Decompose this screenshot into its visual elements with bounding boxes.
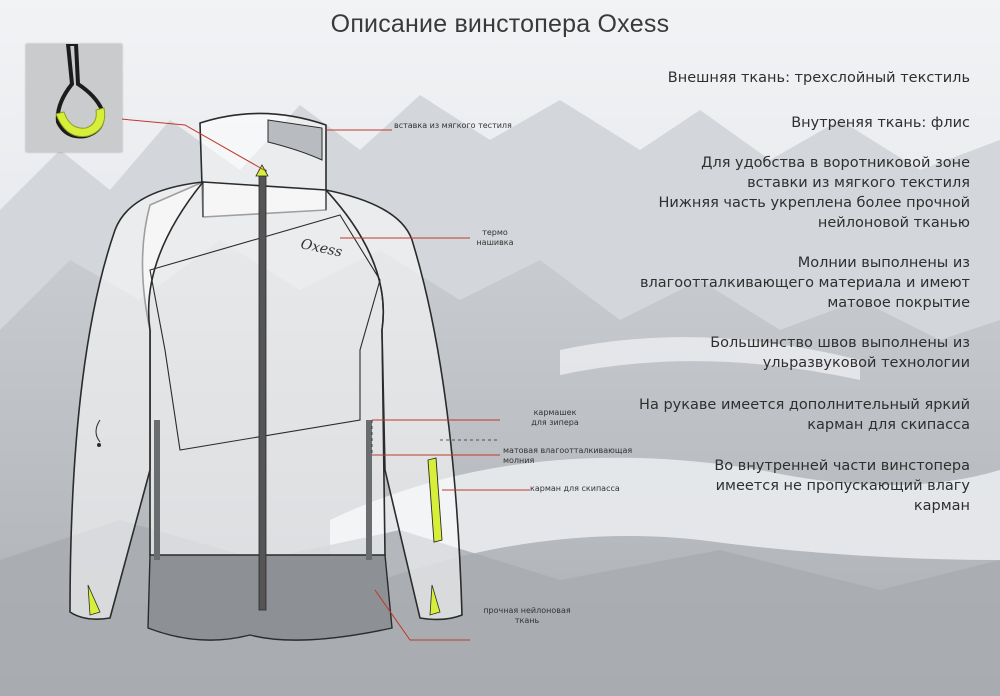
collar-insert xyxy=(267,119,323,161)
skipass-pocket xyxy=(427,457,443,543)
spec-sleeve-pocket: На рукаве имеется дополнительный яркий к… xyxy=(639,397,970,433)
spec-inner-pocket: Во внутренней части винстопера имеется н… xyxy=(714,458,970,514)
spec-outer-fabric: Внешняя ткань: трехслойный текстиль xyxy=(667,70,970,86)
nylon-hem xyxy=(147,554,393,641)
zipper-pull-photo xyxy=(26,44,122,152)
callout-nylon-fabric: прочная нейлоновая ткань xyxy=(483,606,571,625)
spec-seams: Большинство швов выполнены из ульразвуко… xyxy=(710,335,970,371)
callout-collar-insert: вставка из мягкого тестиля xyxy=(394,121,512,130)
callout-skipass-pocket: карман для скипасса xyxy=(530,484,620,493)
center-zipper xyxy=(258,169,267,611)
page-title: Описание винстопера Oxess xyxy=(330,10,670,38)
spec-inner-fabric: Внутреняя ткань: флис xyxy=(791,115,970,131)
callout-thermo-patch: термо нашивка xyxy=(476,228,514,247)
callout-matte-zipper: матовая влагоотталкивающая молния xyxy=(503,446,633,465)
spec-zippers: Молнии выполнены из влагоотталкивающего … xyxy=(639,255,970,311)
spec-collar-and-hem: Для удобства в воротниковой зоне вставки… xyxy=(658,155,971,231)
callout-lines xyxy=(109,117,530,641)
callout-zip-pocket: кармашек для зипера xyxy=(531,408,579,427)
